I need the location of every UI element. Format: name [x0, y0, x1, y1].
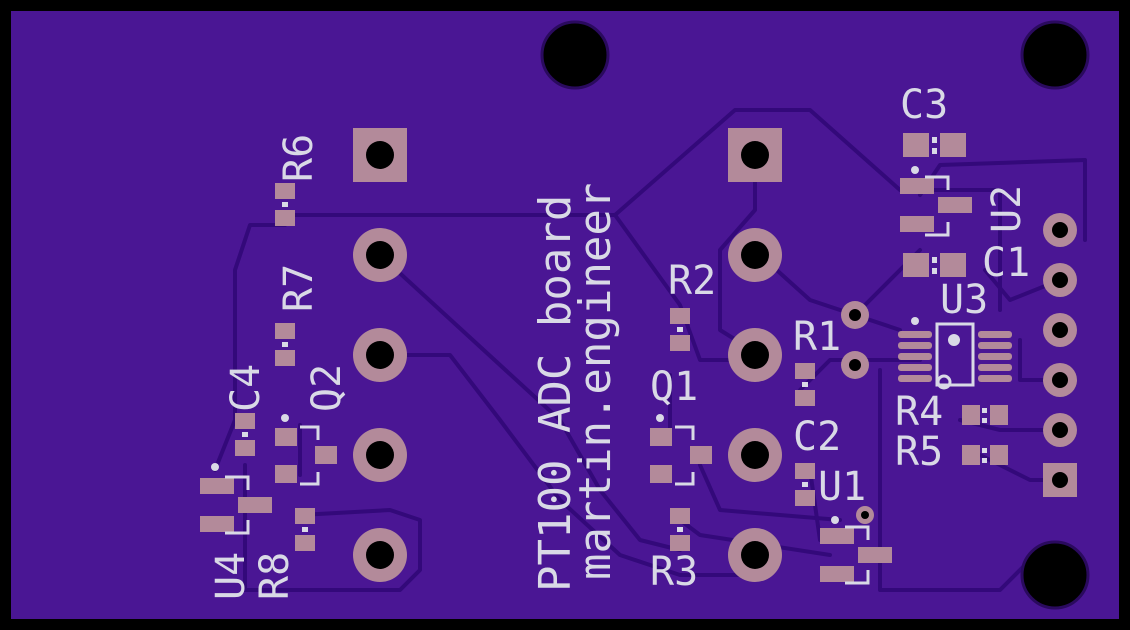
mounting-holes [540, 20, 1090, 610]
board-title: PT100 ADC board [530, 195, 581, 592]
label-r5: R5 [895, 429, 943, 475]
test-pads-r1 [841, 301, 869, 379]
label-r4: R4 [895, 389, 943, 435]
label-u2: U2 [984, 185, 1030, 233]
label-u1: U1 [818, 464, 866, 510]
label-c2: C2 [793, 414, 841, 460]
label-r2: R2 [668, 258, 716, 304]
label-r8: R8 [252, 552, 298, 600]
label-c1: C1 [982, 240, 1030, 286]
silkscreen-labels: C3 C1 U3 R2 R1 Q1 C2 U1 R3 R4 R5 R6 R7 Q… [208, 82, 1030, 600]
smd-pads [200, 133, 1008, 582]
label-r1: R1 [793, 314, 841, 360]
label-q1: Q1 [650, 364, 698, 410]
u3-pads [898, 331, 1012, 382]
board-author: martin.engineer [570, 183, 621, 580]
label-c3: C3 [900, 82, 948, 128]
mounting-hole-top-right [1020, 20, 1090, 90]
label-c4: C4 [223, 364, 269, 412]
label-u3: U3 [940, 277, 988, 323]
label-q2: Q2 [304, 364, 350, 412]
mounting-hole-top-left [540, 20, 610, 90]
soldermask [11, 11, 1119, 619]
silkscreen-outlines [225, 175, 975, 585]
pin1-markers [211, 166, 960, 524]
label-r7: R7 [276, 264, 322, 312]
copper-traces [213, 108, 1087, 592]
label-r6: R6 [276, 134, 322, 182]
label-u4: U4 [208, 552, 254, 600]
mounting-hole-bottom-right [1020, 540, 1090, 610]
header-j3 [1043, 213, 1077, 497]
label-r3: R3 [650, 549, 698, 595]
